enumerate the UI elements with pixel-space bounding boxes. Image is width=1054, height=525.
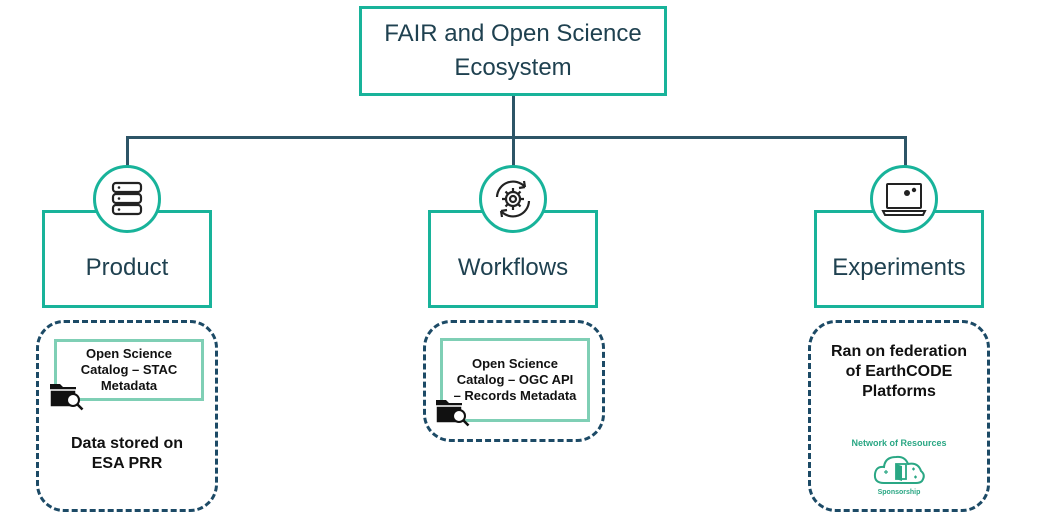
database-icon (111, 181, 143, 216)
network-logo-top-text: Network of Resources (851, 438, 947, 448)
root-stem (512, 96, 515, 138)
experiments-label: Experiments (832, 254, 966, 281)
gear-cycle-icon (495, 180, 531, 218)
workflows-catalog-box: Open Science Catalog – OGC API – Records… (440, 338, 590, 422)
product-stem (126, 136, 129, 172)
experiments-icon-circle (870, 165, 938, 233)
horizontal-connector (126, 136, 907, 139)
network-logo-bottom-text: Sponsorship (877, 489, 921, 496)
laptop-gears-icon (881, 183, 927, 216)
folder-search-icon (49, 384, 84, 411)
workflows-label: Workflows (457, 254, 569, 281)
root-node: FAIR and Open Science Ecosystem (359, 6, 667, 96)
product-label: Product (85, 254, 169, 281)
workflows-icon-circle (479, 165, 547, 233)
product-icon-circle (93, 165, 161, 233)
product-storage-text: Data stored on ESA PRR (70, 435, 183, 472)
cloud-door-icon (873, 455, 925, 484)
product-catalog-label: Open Science Catalog – STAC Metadata (80, 346, 178, 393)
root-title: FAIR and Open Science Ecosystem (384, 20, 642, 81)
experiments-text: Ran on federation of EarthCODE Platforms (830, 343, 967, 400)
folder-search-icon (435, 400, 470, 427)
workflows-catalog-label: Open Science Catalog – OGC API – Records… (453, 356, 577, 403)
experiments-stem (904, 136, 907, 172)
workflows-stem (512, 136, 515, 172)
workflows-node: Workflows (428, 210, 598, 308)
product-catalog-box: Open Science Catalog – STAC Metadata (54, 339, 204, 401)
